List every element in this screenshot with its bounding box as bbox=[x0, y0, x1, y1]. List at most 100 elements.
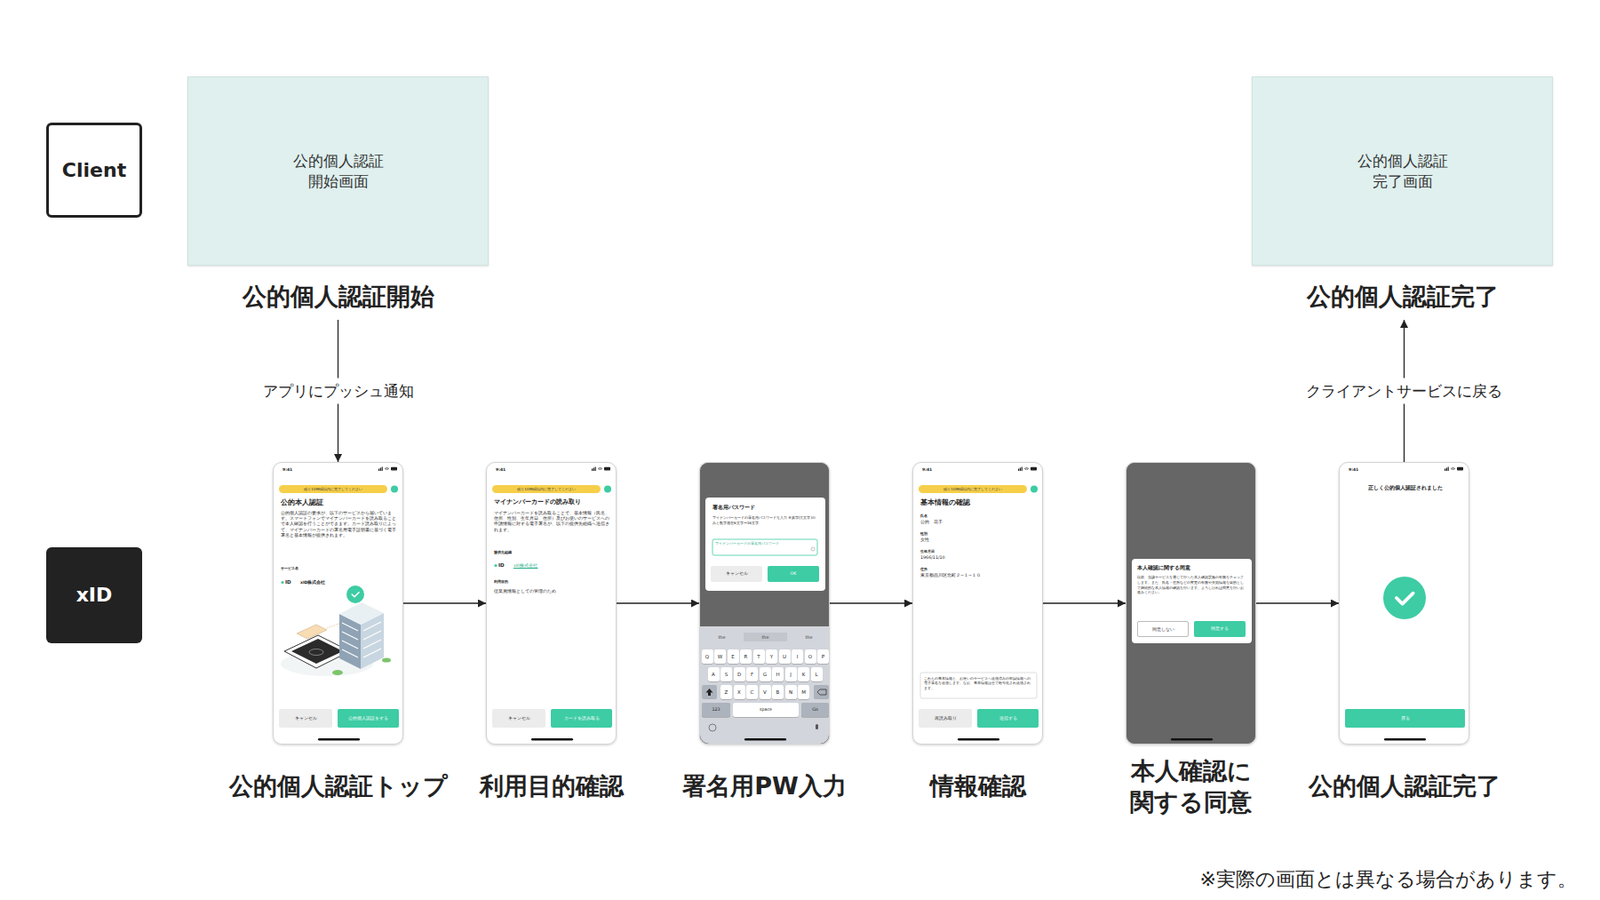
screen-caption: 公的個人認証トップ bbox=[229, 771, 448, 803]
keyboard-key: N bbox=[785, 684, 797, 700]
screen-text: 本人確認に関する同意 bbox=[1137, 564, 1248, 572]
screen-caption: 情報確認 bbox=[930, 771, 1027, 803]
screen-text: サービス名 bbox=[280, 565, 335, 572]
phone-screen: 9:41残り10時間以内に完了してくださいマイナンバーカードの読み取りマイナンバ… bbox=[486, 462, 616, 744]
screen-text: 東京都品川区北町２−１−１０ bbox=[920, 573, 1038, 579]
edge-label: アプリにプッシュ通知 bbox=[259, 378, 418, 405]
screen-text: xID株式会社 bbox=[300, 580, 372, 586]
screen-heading: 公的個人認証開始 bbox=[242, 280, 435, 312]
screen-text: 9:41 bbox=[1348, 467, 1370, 473]
keyboard-suggestion: the bbox=[787, 631, 829, 643]
keyboard-key: space bbox=[732, 702, 799, 717]
deadline-banner: 残り10時間以内に完了してください bbox=[918, 485, 1027, 494]
screen-text: 住所 bbox=[920, 566, 956, 572]
screen-text: ID bbox=[285, 579, 298, 586]
screen-button: キャンセル bbox=[278, 708, 333, 728]
keyboard-key: L bbox=[811, 667, 823, 682]
screen-caption: 利用目的確認 bbox=[479, 771, 624, 803]
deadline-banner: 残り10時間以内に完了してください bbox=[278, 485, 388, 494]
client-label: Client bbox=[62, 157, 127, 184]
screen-caption: 公的個人認証完了 bbox=[1308, 771, 1501, 803]
phone-node: 9:41 残り10時間以内に完了してください公的本人認証公的個人認証の要求が、以下… bbox=[272, 461, 404, 745]
screen-button: 送信する bbox=[977, 708, 1039, 728]
screen-text: 9:41 bbox=[922, 467, 944, 473]
deadline-banner: 残り10時間以内に完了してください bbox=[492, 485, 601, 494]
keyboard-key: Q bbox=[701, 649, 714, 664]
keyboard-key: 123 bbox=[701, 702, 731, 717]
screen-node: 公的個人認証 完了画面公的個人認証完了 bbox=[1251, 76, 1553, 320]
screen-text: 1966/11/10 bbox=[920, 555, 1010, 561]
keyboard-key: O bbox=[804, 649, 817, 664]
keyboard-key: I bbox=[791, 649, 804, 664]
screen-button: 同意する bbox=[1194, 620, 1246, 637]
screen-text: 生年月日 bbox=[920, 549, 956, 554]
screen-button: 同意しない bbox=[1137, 620, 1189, 637]
screen-button: 公的個人認証をする bbox=[337, 708, 399, 728]
keyboard-key: A bbox=[708, 667, 720, 682]
screen-text: 9:41 bbox=[495, 467, 518, 473]
screen-label: 公的個人認証 完了画面 bbox=[1347, 151, 1458, 191]
screen-node: 公的個人認証 開始画面公的個人認証開始 bbox=[187, 76, 489, 320]
screen-label: 公的個人認証 開始画面 bbox=[283, 151, 394, 191]
screen-panel: 公的個人認証 開始画面 bbox=[187, 76, 489, 266]
flow-arrow bbox=[1042, 602, 1126, 604]
keyboard-key: R bbox=[740, 649, 752, 664]
keyboard-key: Y bbox=[765, 649, 778, 664]
phone-screen: 9:41 残り10時間以内に完了してください公的本人認証公的個人認証の要求が、以下… bbox=[273, 462, 403, 744]
screen-text: 公的個人認証の要求が、以下のサービスから届いています。スマートフォンでマイナンバ… bbox=[280, 510, 398, 539]
keyboard-key: F bbox=[746, 667, 758, 682]
screen-text: 公的本人認証 bbox=[280, 498, 397, 508]
screen-text: マイナンバーカードを読み取ることで、基本情報（氏名、住所、性別、生年月日、住所）… bbox=[493, 510, 611, 534]
keyboard-key: C bbox=[746, 684, 758, 700]
screen-text: 9:41 bbox=[282, 467, 304, 473]
keyboard-key: K bbox=[797, 667, 810, 682]
keyboard-key: V bbox=[759, 684, 772, 700]
screen-text: ID bbox=[498, 562, 511, 569]
screen-text: マイナンバーカードの署名用パスワードを入力 ※英字(大文字)のみと数字混在6文字… bbox=[712, 515, 820, 526]
link-text: xID株式会社 bbox=[513, 563, 567, 569]
keyboard-key: B bbox=[772, 684, 784, 700]
phone-node: 9:41 残り10時間以内に完了してください基本情報の確認氏名公的 花子性別女性生… bbox=[912, 461, 1043, 745]
screen-text: 利用目的 bbox=[493, 579, 548, 585]
screen-text: 基本情報の確認 bbox=[920, 498, 1036, 508]
screen-panel: 公的個人認証 完了画面 bbox=[1251, 76, 1553, 266]
screen-text: 氏名 bbox=[920, 513, 956, 518]
screen-text: これらの基本情報と、お使いのサービスへ送信済みの申請情報への電子署名を送信します… bbox=[923, 676, 1033, 691]
keyboard-suggestion: the bbox=[700, 631, 744, 643]
flow-arrow bbox=[616, 602, 700, 604]
screen-text: 性別 bbox=[920, 531, 956, 536]
keyboard-key: Z bbox=[720, 684, 733, 700]
keyboard-key: E bbox=[727, 649, 740, 664]
edge-label: クライアントサービスに戻る bbox=[1302, 378, 1506, 405]
screen-button: カードを読み取る bbox=[550, 708, 613, 728]
screen-button: キャンセル bbox=[710, 565, 763, 582]
client-node: Client bbox=[46, 122, 143, 218]
keyboard-key: X bbox=[733, 684, 746, 700]
screen-text: 提供先組織 bbox=[493, 549, 548, 556]
screen-text: 女性 bbox=[920, 537, 1010, 543]
screen-caption: 本人確認に 関する同意 bbox=[1124, 756, 1258, 818]
phone-illustration bbox=[1339, 462, 1469, 744]
input-placeholder: マイナンバーカードの署名用パスワード bbox=[715, 541, 813, 547]
keyboard-suggestion: the bbox=[743, 631, 788, 643]
screen-text: 従業員情報としての管理のため bbox=[493, 589, 605, 595]
phone-screen: 9:41正しく公的個人認証されました戻る bbox=[1339, 462, 1469, 744]
flow-arrow bbox=[829, 602, 913, 604]
footnote: ※実際の画面とは異なる場合があります。 bbox=[1200, 866, 1577, 893]
keyboard-key: G bbox=[759, 667, 772, 682]
keyboard-key: Go bbox=[801, 702, 829, 717]
flow-arrow bbox=[403, 602, 486, 604]
phone-node: 9:41残り10時間以内に完了してくださいマイナンバーカードの読み取りマイナンバ… bbox=[485, 461, 617, 745]
screen-button: 再読み取り bbox=[918, 708, 972, 728]
screen-text: 以前、当該サービスを通じて行った本人確認実施の有無をチェックします。また、氏名・… bbox=[1137, 574, 1247, 596]
keyboard-key: T bbox=[753, 649, 765, 664]
keyboard-key: W bbox=[714, 649, 726, 664]
screen-text: 公的 花子 bbox=[920, 519, 1010, 526]
xid-node: xID bbox=[46, 547, 143, 644]
keyboard-key: J bbox=[785, 667, 797, 682]
keyboard-key: M bbox=[797, 684, 810, 700]
phone-node: 署名用パスワードマイナンバーカードの署名用パスワードを入力 ※英字(大文字)のみ… bbox=[699, 461, 830, 745]
screen-button: キャンセル bbox=[492, 708, 546, 728]
screen-caption: 署名用PW入力 bbox=[682, 771, 847, 803]
